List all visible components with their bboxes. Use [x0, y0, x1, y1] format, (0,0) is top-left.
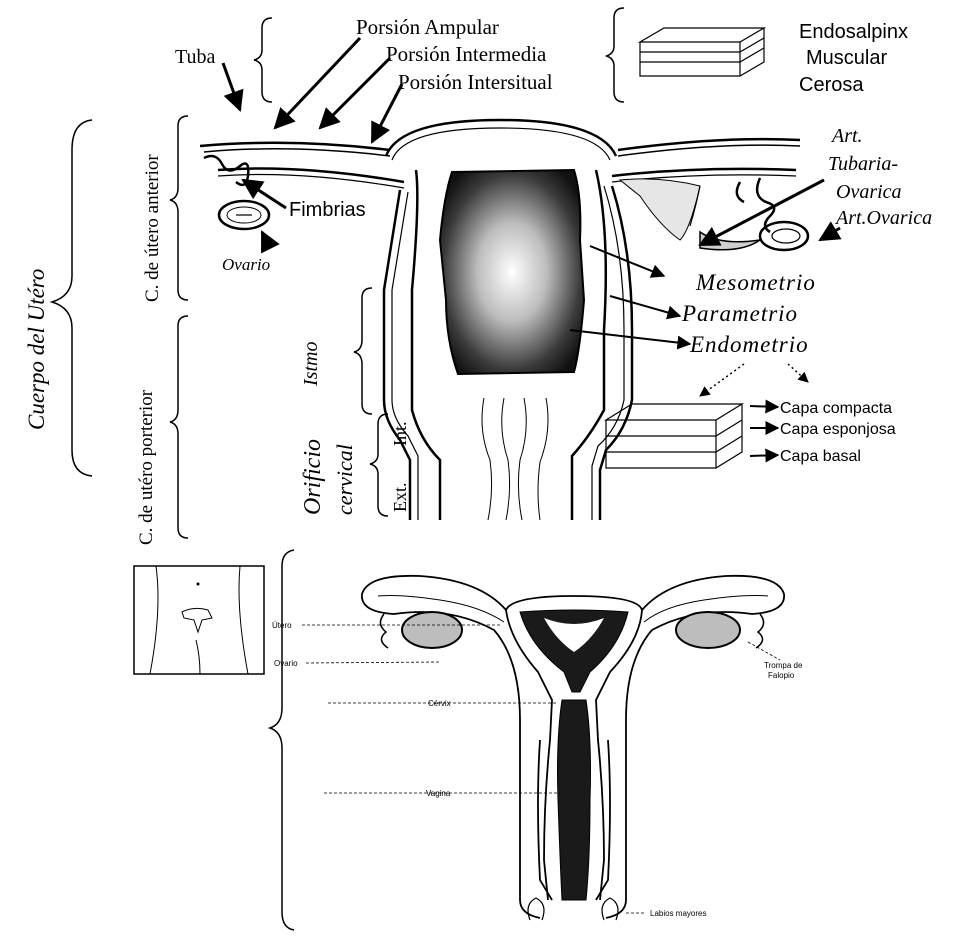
art-ovarica-label: Art.Ovarica [834, 207, 932, 229]
anterior-label: C. de útero anterior [142, 154, 163, 302]
endometrium-layers-block-icon [606, 404, 742, 468]
tube-layers-block-icon [640, 28, 764, 76]
cuerpo-label: Cuerpo del Utéro [24, 269, 49, 430]
utero-label: Útero [272, 621, 292, 630]
endometrium-block [440, 170, 584, 374]
cervical-label: cervical [332, 444, 357, 515]
orificio-brace [370, 414, 388, 516]
capa-esponjosa-label: Capa esponjosa [780, 421, 896, 438]
cuerpo-brace [52, 120, 92, 476]
torso-inset [134, 566, 264, 674]
tube-portion-brace [254, 18, 272, 102]
bottom-diagram-brace [270, 550, 294, 930]
fimbrias-label: Fimbrias [289, 199, 366, 221]
labios-label: Labios mayores [650, 909, 706, 918]
orificio-label: Orificio [300, 439, 326, 515]
cervix-label: Cérvix [428, 699, 451, 708]
art-tubaria-line-2: Tubaria- [828, 153, 898, 175]
int-label: Int. [390, 422, 410, 447]
posterior-brace [170, 316, 188, 538]
ovary-icon [219, 201, 269, 229]
trompa-line-2: Falopio [768, 671, 795, 680]
posterior-label: C. de utéro porterior [136, 389, 157, 545]
art-tubaria-line-3: Ovarica [836, 181, 902, 203]
ext-label: Ext. [390, 483, 410, 513]
istmo-label: Istmo [300, 342, 322, 387]
tube-layer-muscular: Muscular [806, 47, 887, 69]
parametrio-label: Parametrio [681, 301, 798, 326]
vagina-label: Vagina [426, 789, 451, 798]
ovario-bottom-label: Ovario [274, 659, 298, 668]
tube-layer-endosalpinx: Endosalpinx [799, 21, 908, 43]
art-tubaria-line-1: Art. [830, 125, 863, 147]
ampular-label: Porsión Ampular [356, 15, 499, 39]
mesometrio-label: Mesometrio [695, 270, 816, 295]
tuba-label: Tuba [175, 46, 216, 68]
endometrio-label: Endometrio [689, 332, 809, 357]
dotted-arrows [700, 364, 808, 396]
ovario-label: Ovario [222, 255, 270, 274]
tube-layer-cerosa: Cerosa [799, 74, 864, 96]
capa-basal-label: Capa basal [780, 448, 861, 465]
bottom-leader-lines [302, 625, 780, 913]
trompa-line-1: Trompa de [764, 661, 803, 670]
tube-layers-brace [606, 8, 624, 102]
istmo-brace [354, 288, 372, 414]
intermedia-label: Porsión Intermedia [386, 42, 547, 66]
capa-compacta-label: Capa compacta [780, 400, 892, 417]
frontal-uterus-diagram [362, 576, 784, 920]
intersitual-label: Porsión Intersitual [398, 70, 553, 94]
anterior-brace [170, 116, 188, 300]
